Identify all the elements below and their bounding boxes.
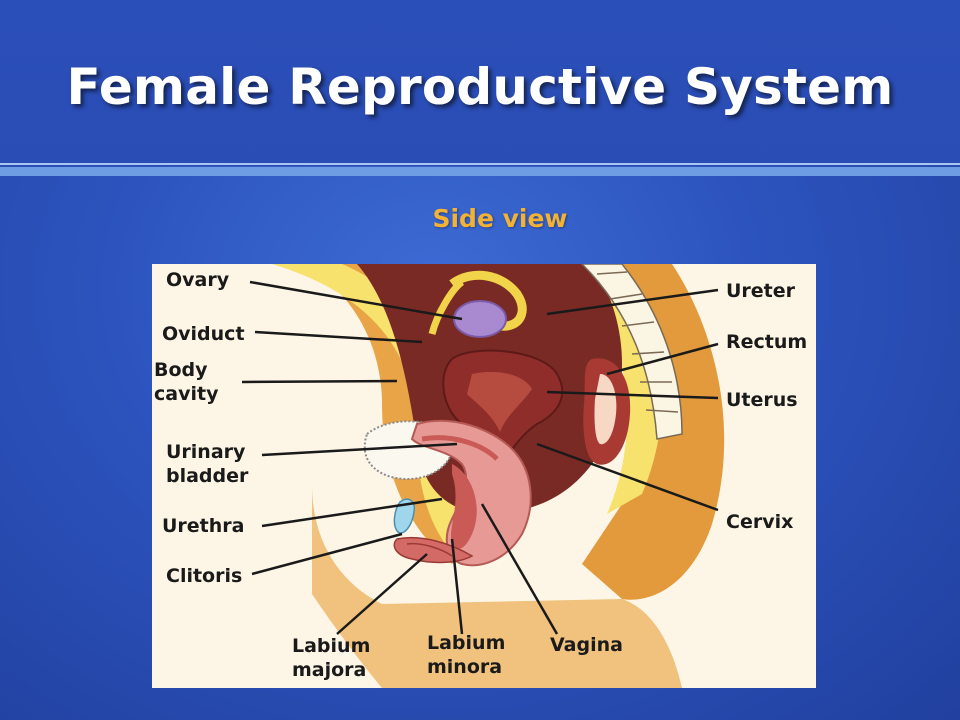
thigh-region: [312, 484, 682, 688]
label-labium-majora-2: majora: [292, 659, 366, 681]
vagina: [450, 464, 477, 549]
urethra-tube: [421, 435, 499, 461]
label-body-cavity-1: Body: [154, 359, 208, 381]
label-oviduct: Oviduct: [162, 323, 245, 345]
title-band: [0, 0, 960, 166]
label-body-cavity-2: cavity: [154, 383, 219, 405]
label-uterus: Uterus: [726, 389, 798, 411]
leader-lines: [241, 280, 719, 635]
label-labium-minora-1: Labium: [427, 632, 505, 654]
ovary: [453, 300, 507, 338]
fat-layer: [272, 264, 482, 564]
rectum-lumen: [594, 374, 617, 445]
anatomy-diagram: Ovary Oviduct Body cavity Urinary bladde…: [152, 264, 816, 688]
divider-thick: [0, 167, 960, 176]
vertebrae: [596, 271, 679, 413]
label-urinary-bladder-2: bladder: [166, 465, 249, 487]
label-clitoris: Clitoris: [166, 565, 242, 587]
label-ovary: Ovary: [166, 269, 230, 291]
label-labium-majora-1: Labium: [292, 635, 370, 657]
urethra: [393, 498, 416, 534]
label-urethra: Urethra: [162, 515, 245, 537]
uterus-cavity: [467, 371, 532, 432]
label-rectum: Rectum: [726, 331, 807, 353]
back-tissue: [512, 264, 725, 600]
slide-title: Female Reproductive System: [66, 58, 894, 116]
label-labium-minora-2: minora: [427, 656, 502, 678]
label-urinary-bladder-1: Urinary: [166, 441, 246, 463]
label-cervix: Cervix: [726, 511, 793, 533]
oviduct-tube: [428, 279, 465, 335]
label-vagina: Vagina: [550, 634, 623, 656]
slide-subtitle: Side view: [432, 204, 568, 233]
labium-minora-line: [406, 542, 453, 557]
label-ureter: Ureter: [726, 280, 796, 302]
divider-thin: [0, 163, 960, 165]
